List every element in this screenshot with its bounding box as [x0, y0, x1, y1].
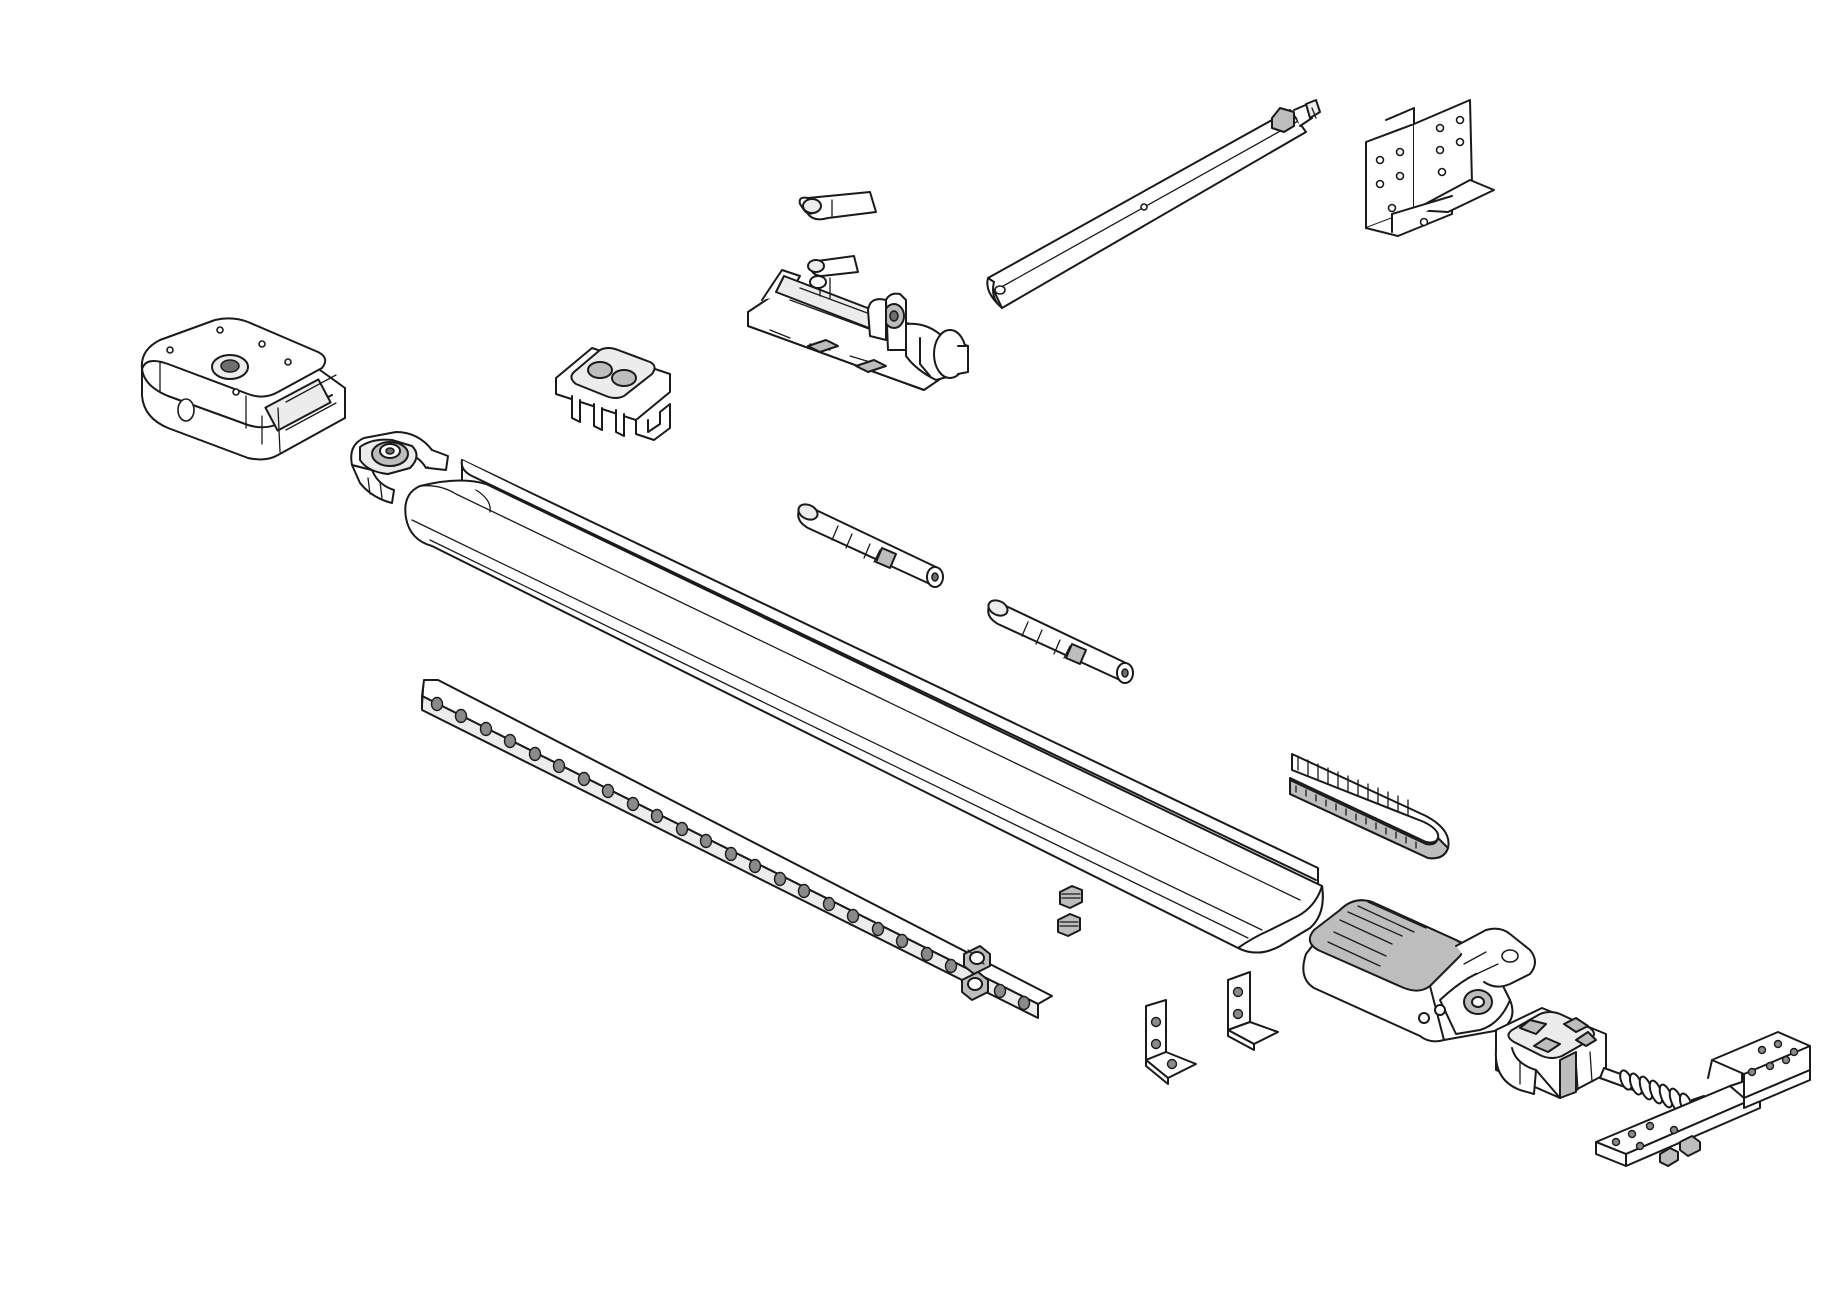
door-bracket	[1365, 99, 1495, 237]
connector-pin-1	[797, 503, 944, 588]
release-handle	[798, 191, 877, 221]
door-arm	[986, 99, 1321, 309]
header-bracket	[1595, 1031, 1811, 1167]
connector-pin-2	[987, 599, 1134, 684]
slider-guide-block	[555, 347, 671, 441]
carriage-trolley	[747, 255, 969, 391]
strap-holes	[430, 696, 1031, 1011]
idler-pulley	[350, 431, 449, 504]
bolt-pair	[961, 945, 991, 1001]
perforated-hanging-strap	[421, 679, 1053, 1019]
motor-end-cap	[140, 317, 346, 461]
nut-pair	[1057, 885, 1083, 937]
angle-bracket-1	[1145, 999, 1197, 1085]
tensioner-block	[1494, 1007, 1607, 1099]
toothed-belt	[1289, 753, 1450, 860]
drive-head	[1302, 899, 1536, 1043]
rail-section	[404, 459, 1324, 954]
angle-bracket-2	[1227, 971, 1279, 1051]
